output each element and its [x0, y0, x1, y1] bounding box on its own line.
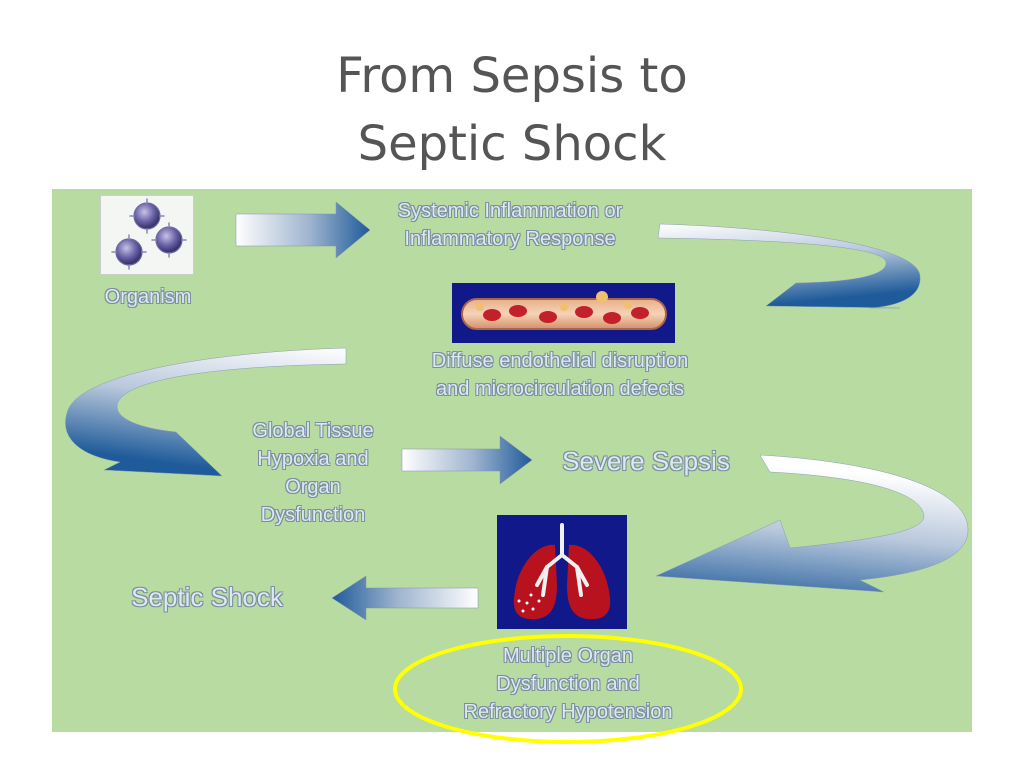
arrow-endothelial-to-hypoxia: [65, 347, 347, 477]
arrow-hypoxia-to-severe-sepsis: [401, 435, 533, 485]
severe-sepsis-label: Severe Sepsis: [562, 446, 730, 476]
title-line-2: Septic Shock: [357, 116, 667, 172]
hypoxia-line-1: Global Tissue: [252, 420, 374, 442]
systemic-line-1: Systemic Inflammation or: [397, 200, 623, 222]
mods-label: Multiple Organ Dysfunction and Refractor…: [418, 642, 718, 726]
mods-line-2: Dysfunction and: [496, 673, 640, 695]
arrow-severe-sepsis-to-mods: [655, 454, 969, 593]
septic-shock-label: Septic Shock: [131, 582, 283, 612]
mods-line-1: Multiple Organ: [502, 645, 634, 667]
lungs-tile: [497, 515, 627, 629]
hypoxia-line-4: Dysfunction: [260, 504, 366, 526]
blood-vessel-icon: [461, 291, 667, 330]
organism-tile: [100, 195, 194, 275]
systemic-line-2: Inflammatory Response: [404, 228, 616, 250]
arrow-organism-to-systemic: [235, 201, 371, 259]
organism-label: Organism: [104, 286, 192, 308]
systemic-inflammation-label: Systemic Inflammation or Inflammatory Re…: [350, 197, 670, 253]
arrow-mods-to-septic-shock: [331, 575, 479, 621]
vessel-tile: [452, 283, 675, 343]
endothelial-line-2: and microcirculation defects: [436, 378, 684, 400]
lungs-icon: [513, 523, 611, 620]
bacteria-icon: [111, 198, 187, 270]
endothelial-label: Diffuse endothelial disruption and micro…: [380, 347, 740, 403]
highlight-ellipse: [393, 634, 743, 744]
title-line-1: From Sepsis to: [336, 48, 688, 104]
page-title: From Sepsis to Septic Shock: [0, 42, 1024, 178]
arrow-systemic-to-endothelial: [657, 223, 921, 309]
mods-line-3: Refractory Hypotension: [463, 701, 673, 723]
hypoxia-line-2: Hypoxia and: [257, 448, 369, 470]
tissue-hypoxia-label: Global Tissue Hypoxia and Organ Dysfunct…: [228, 417, 398, 529]
hypoxia-line-3: Organ: [285, 476, 341, 498]
endothelial-line-1: Diffuse endothelial disruption: [431, 350, 689, 372]
